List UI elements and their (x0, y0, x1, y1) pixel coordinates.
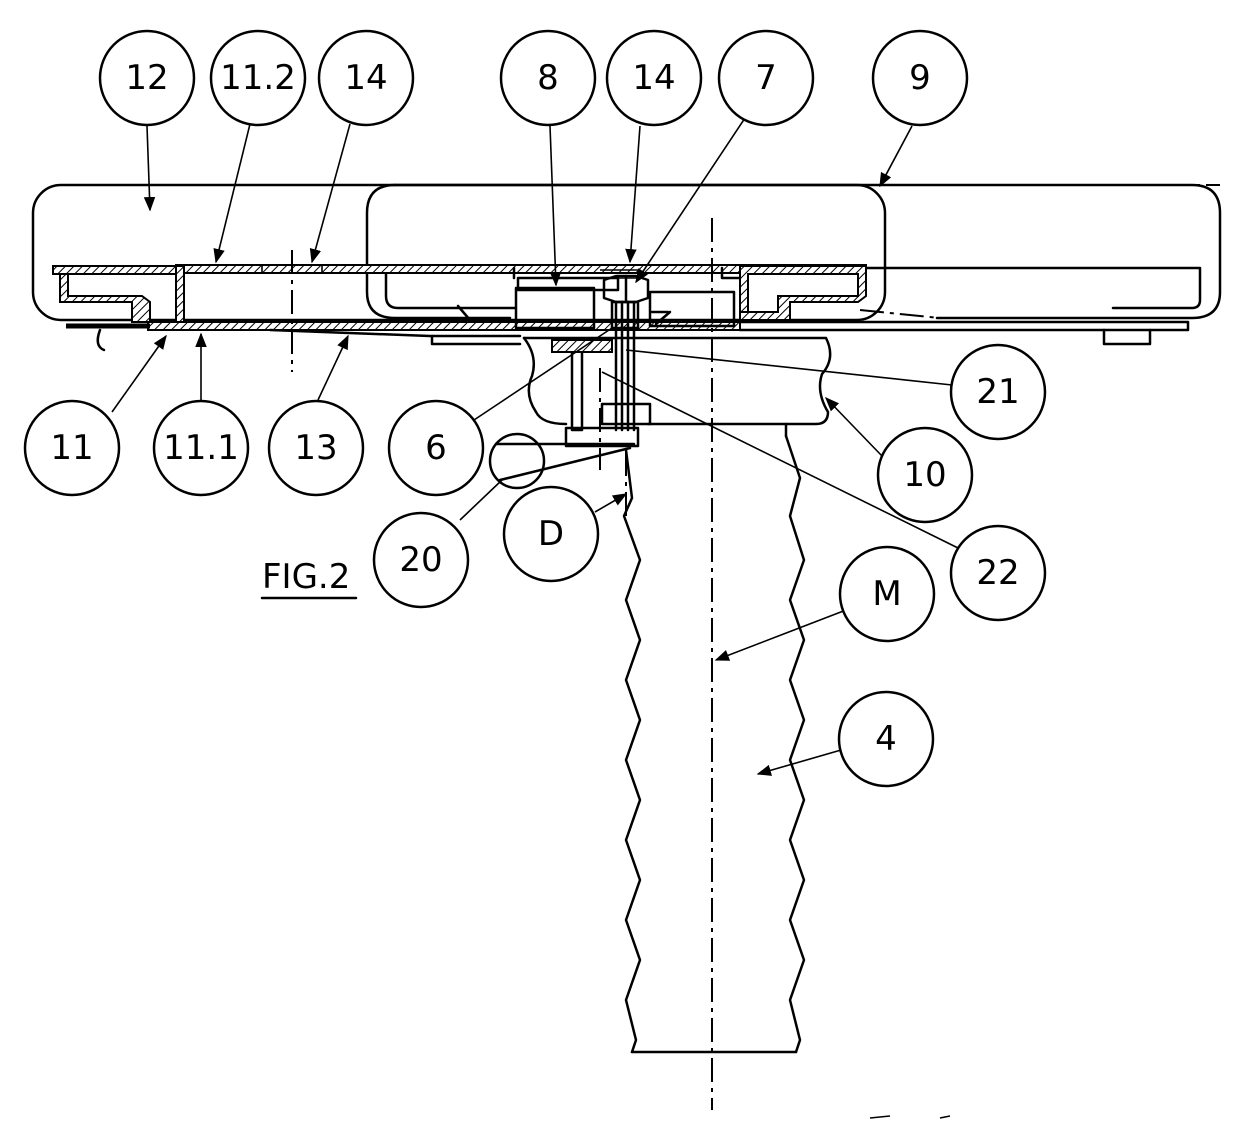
svg-text:D: D (538, 514, 564, 554)
svg-text:7: 7 (755, 58, 777, 98)
svg-text:4: 4 (875, 719, 897, 759)
svg-text:11: 11 (50, 428, 93, 468)
figure-label: FIG.2 (262, 557, 350, 597)
svg-text:8: 8 (537, 58, 559, 98)
callout-M: M (840, 547, 934, 641)
svg-text:22: 22 (976, 553, 1019, 593)
callout-11-1: 11.1 (154, 401, 248, 495)
seat-cushion-left (33, 185, 885, 320)
callout-D: D (504, 487, 598, 581)
callout-4: 4 (839, 692, 933, 786)
svg-text:13: 13 (294, 428, 337, 468)
callout-11: 11 (25, 401, 119, 495)
svg-text:14: 14 (344, 58, 387, 98)
callout-22: 22 (951, 526, 1045, 620)
callout-14-right: 14 (607, 31, 701, 125)
callout-12: 12 (100, 31, 194, 125)
callout-13: 13 (269, 401, 363, 495)
svg-text:11.2: 11.2 (220, 58, 296, 98)
svg-text:21: 21 (976, 372, 1019, 412)
svg-text:11.1: 11.1 (163, 428, 239, 468)
svg-text:12: 12 (125, 58, 168, 98)
callout-9: 9 (873, 31, 967, 125)
callout-7: 7 (719, 31, 813, 125)
callout-14-left: 14 (319, 31, 413, 125)
svg-text:M: M (872, 574, 901, 614)
callout-6: 6 (389, 401, 483, 495)
column-4 (624, 436, 804, 1052)
svg-text:6: 6 (425, 428, 447, 468)
callout-20: 20 (374, 513, 468, 607)
callout-11-2: 11.2 (211, 31, 305, 125)
svg-text:9: 9 (909, 58, 931, 98)
rod-20 (490, 434, 634, 488)
bolt-assembly (552, 276, 670, 446)
scan-mark (870, 1116, 950, 1118)
svg-text:20: 20 (399, 540, 442, 580)
svg-text:14: 14 (632, 58, 675, 98)
callout-10: 10 (878, 428, 972, 522)
callout-8: 8 (501, 31, 595, 125)
svg-text:10: 10 (903, 455, 946, 495)
callout-21: 21 (951, 345, 1045, 439)
